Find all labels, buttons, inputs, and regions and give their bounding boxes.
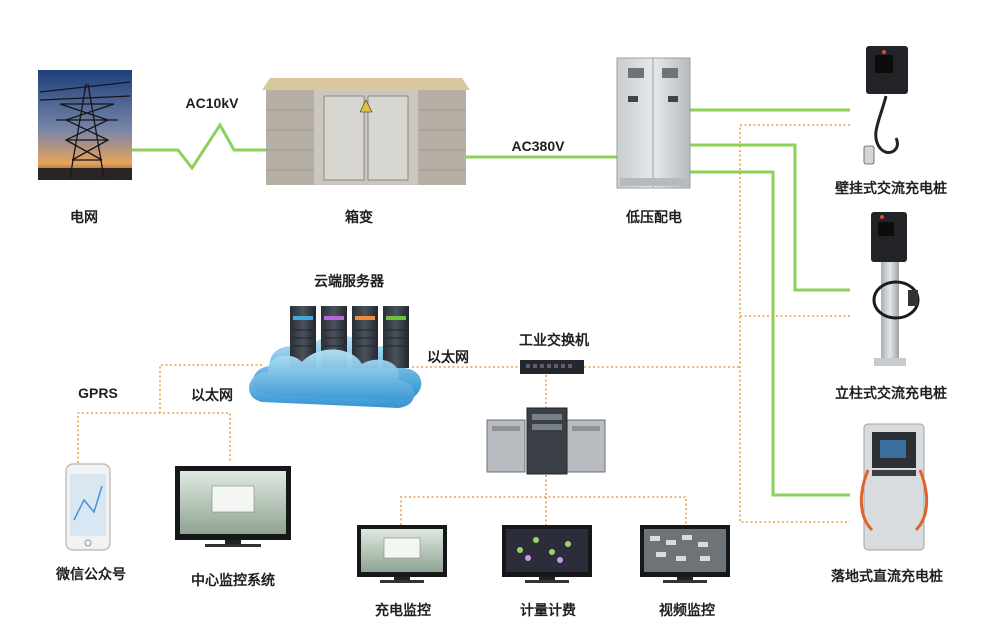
label-ac380v: AC380V	[511, 138, 565, 154]
label-gprs: GPRS	[78, 385, 118, 401]
label-wechat-account: 微信公众号	[56, 566, 126, 582]
power-lines	[132, 108, 850, 497]
label-video-monitor: 视频监控	[659, 602, 715, 618]
power-line-to-pillar-charger	[690, 143, 850, 292]
data-line-monitor-branch	[400, 496, 687, 525]
label-wall-ac-charger: 壁挂式交流充电桩	[835, 180, 947, 196]
label-ethernet-right: 以太网	[427, 349, 469, 365]
label-central-monitor: 中心监控系统	[191, 572, 275, 588]
label-floor-dc-charger: 落地式直流充电桩	[831, 568, 943, 584]
label-industrial-switch: 工业交换机	[519, 332, 589, 348]
power-grid-image	[38, 70, 132, 180]
power-line-grid-to-box	[132, 122, 283, 171]
central-monitor-image	[175, 466, 291, 547]
label-ethernet-left: 以太网	[191, 387, 233, 403]
label-grid: 电网	[70, 209, 98, 225]
metering-monitor-image	[502, 525, 592, 583]
cloud-server-image	[249, 306, 422, 408]
label-cloud-server: 云端服务器	[314, 273, 384, 289]
charging-monitor-image	[357, 525, 447, 583]
industrial-switch-image	[520, 360, 584, 374]
label-low-voltage-dist: 低压配电	[626, 209, 682, 225]
phone-image	[65, 463, 111, 551]
label-box-transformer: 箱变	[345, 209, 373, 225]
label-pillar-ac-charger: 立柱式交流充电桩	[835, 385, 947, 401]
label-metering-billing: 计量计费	[520, 602, 576, 618]
video-monitor-image	[640, 525, 730, 583]
distribution-cabinet-image	[616, 57, 691, 189]
power-line-to-floor-charger	[690, 170, 850, 497]
data-line-charger-bus	[739, 124, 850, 523]
wall-charger-image	[863, 46, 908, 165]
pillar-charger-image	[871, 212, 920, 366]
data-line-clients-branch	[77, 412, 231, 463]
box-transformer-image	[262, 78, 470, 185]
floor-charger-image	[859, 423, 929, 551]
label-ac10kv: AC10kV	[185, 95, 239, 111]
local-servers-image	[486, 407, 606, 475]
data-lines	[77, 124, 850, 525]
label-charging-monitor: 充电监控	[375, 602, 431, 618]
